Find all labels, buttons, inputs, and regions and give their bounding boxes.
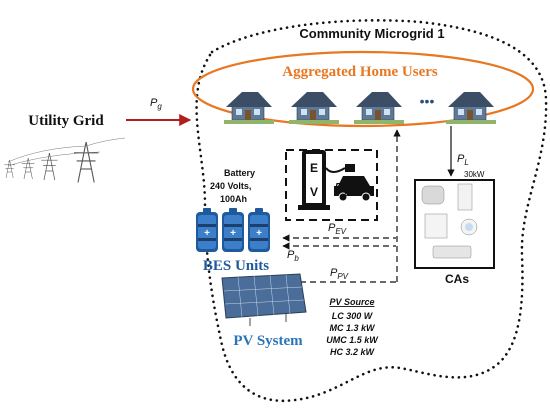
pv-source-item: MC 1.3 kW	[329, 323, 376, 333]
battery-voltage: 240 Volts,	[210, 181, 251, 191]
pv-source-item: HC 3.2 kW	[330, 347, 376, 357]
pb-label: Pb	[287, 249, 299, 263]
appliances-label: CAs	[445, 272, 469, 286]
battery-icon	[222, 208, 244, 252]
house-icon	[288, 91, 340, 125]
house-icon	[445, 91, 497, 125]
battery-capacity: 100Ah	[220, 194, 247, 204]
solar-panel-icon	[221, 273, 307, 326]
bes-units-label: BES Units	[203, 258, 269, 274]
house-icon	[353, 91, 405, 125]
pv-system-label: PV System	[233, 333, 303, 349]
home-users-ellipsis: •••	[420, 93, 435, 109]
pl-label: PL	[457, 153, 469, 167]
transmission-tower-icon	[3, 137, 126, 184]
pev-label: PEV	[328, 222, 347, 236]
battery-icon	[248, 208, 270, 252]
pv-source-item: LC 300 W	[332, 311, 374, 321]
car-icon	[334, 176, 374, 202]
pg-label: Pg	[150, 97, 162, 111]
utility-grid-label: Utility Grid	[28, 113, 104, 129]
pv-source-title: PV Source	[329, 297, 374, 307]
appliances-box	[414, 179, 495, 269]
plug-icon	[325, 164, 355, 173]
home-users-label: Aggregated Home Users	[282, 64, 438, 80]
ev-station-box	[285, 149, 378, 221]
microgrid-title: Community Microgrid 1	[299, 26, 444, 41]
svg-text:E: E	[310, 161, 318, 175]
appliance-icon	[421, 183, 478, 259]
ppv-label: PPV	[330, 267, 349, 281]
ev-charger-icon: E V	[298, 150, 330, 210]
pv-source-item: UMC 1.5 kW	[326, 335, 379, 345]
battery-icon	[196, 208, 218, 252]
appliances-rating: 30kW	[464, 170, 485, 179]
battery-title: Battery	[224, 168, 255, 178]
svg-text:V: V	[310, 185, 318, 199]
home-users-ellipse	[191, 50, 535, 128]
ev-icon-label: PEV	[334, 180, 360, 199]
